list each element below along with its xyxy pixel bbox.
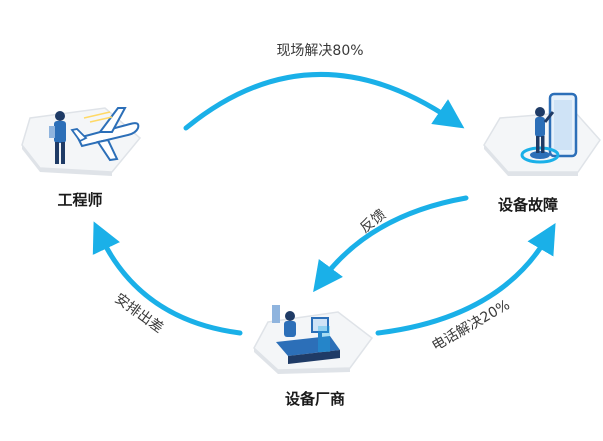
- edge-label-dispatch: 安排出差: [111, 291, 166, 337]
- airplane-icon: [70, 107, 140, 162]
- engineer-node: 工程师: [21, 107, 142, 209]
- device-screen-icon: [548, 92, 578, 158]
- technician-figure-icon: [535, 107, 555, 153]
- arrow-feedback: [313, 195, 469, 293]
- engineer-figure-icon: [49, 111, 66, 164]
- engineer-label: 工程师: [57, 191, 102, 209]
- edge-label-onsite: 现场解决80%: [276, 43, 363, 59]
- gear-icon: [520, 146, 560, 164]
- arrow-onsite: [183, 72, 465, 131]
- equipment-fault-label: 设备故障: [498, 196, 558, 214]
- manufacturer-label: 设备厂商: [285, 390, 345, 408]
- arrow-dispatch: [92, 221, 243, 336]
- manufacturer-node: 设备厂商: [253, 305, 374, 408]
- equipment-fault-node: 设备故障: [483, 92, 601, 214]
- workstation-icon: [276, 317, 340, 364]
- arrow-phone: [375, 223, 556, 336]
- seated-person-icon: [272, 305, 296, 337]
